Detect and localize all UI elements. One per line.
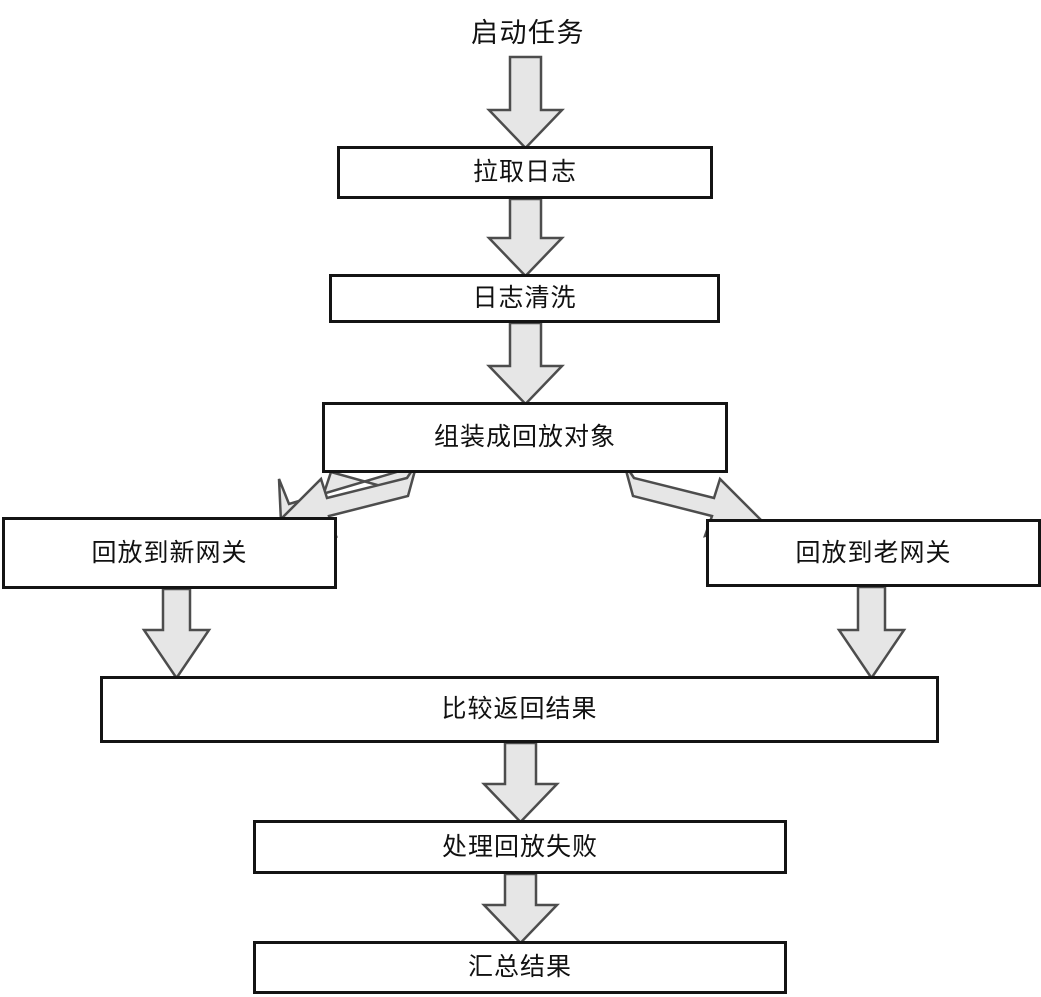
arrow-clean-logs-to-assemble: [486, 321, 565, 406]
node-replay-new-gateway-label: 回放到新网关: [91, 538, 248, 567]
node-replay-old-gateway[interactable]: 回放到老网关: [706, 519, 1041, 587]
node-clean-logs-label: 日志清洗: [472, 284, 577, 312]
diagram-title: 启动任务: [471, 18, 585, 48]
arrow-handle-failure-to-summarize: [481, 872, 560, 945]
node-pull-logs-label: 拉取日志: [472, 158, 577, 186]
node-compare-results[interactable]: 比较返回结果: [100, 676, 939, 743]
arrow-replay-new-gw-to-compare: [141, 587, 212, 681]
node-handle-failure[interactable]: 处理回放失败: [253, 820, 787, 874]
node-replay-new-gateway[interactable]: 回放到新网关: [2, 517, 337, 589]
arrow-compare-to-handle-failure: [481, 741, 560, 824]
node-assemble-object-label: 组装成回放对象: [433, 423, 616, 451]
node-assemble-object[interactable]: 组装成回放对象: [322, 402, 728, 473]
arrow-pull-logs-to-clean-logs: [486, 197, 565, 278]
node-replay-old-gateway-label: 回放到老网关: [795, 538, 952, 567]
node-handle-failure-label: 处理回放失败: [441, 832, 598, 861]
node-pull-logs[interactable]: 拉取日志: [337, 146, 713, 199]
node-summarize-results[interactable]: 汇总结果: [253, 941, 787, 994]
arrow-title-to-pull-logs: [486, 55, 565, 150]
node-clean-logs[interactable]: 日志清洗: [329, 274, 720, 323]
node-compare-results-label: 比较返回结果: [441, 695, 598, 723]
node-summarize-results-label: 汇总结果: [467, 953, 572, 981]
arrow-replay-old-gw-to-compare: [836, 585, 907, 681]
